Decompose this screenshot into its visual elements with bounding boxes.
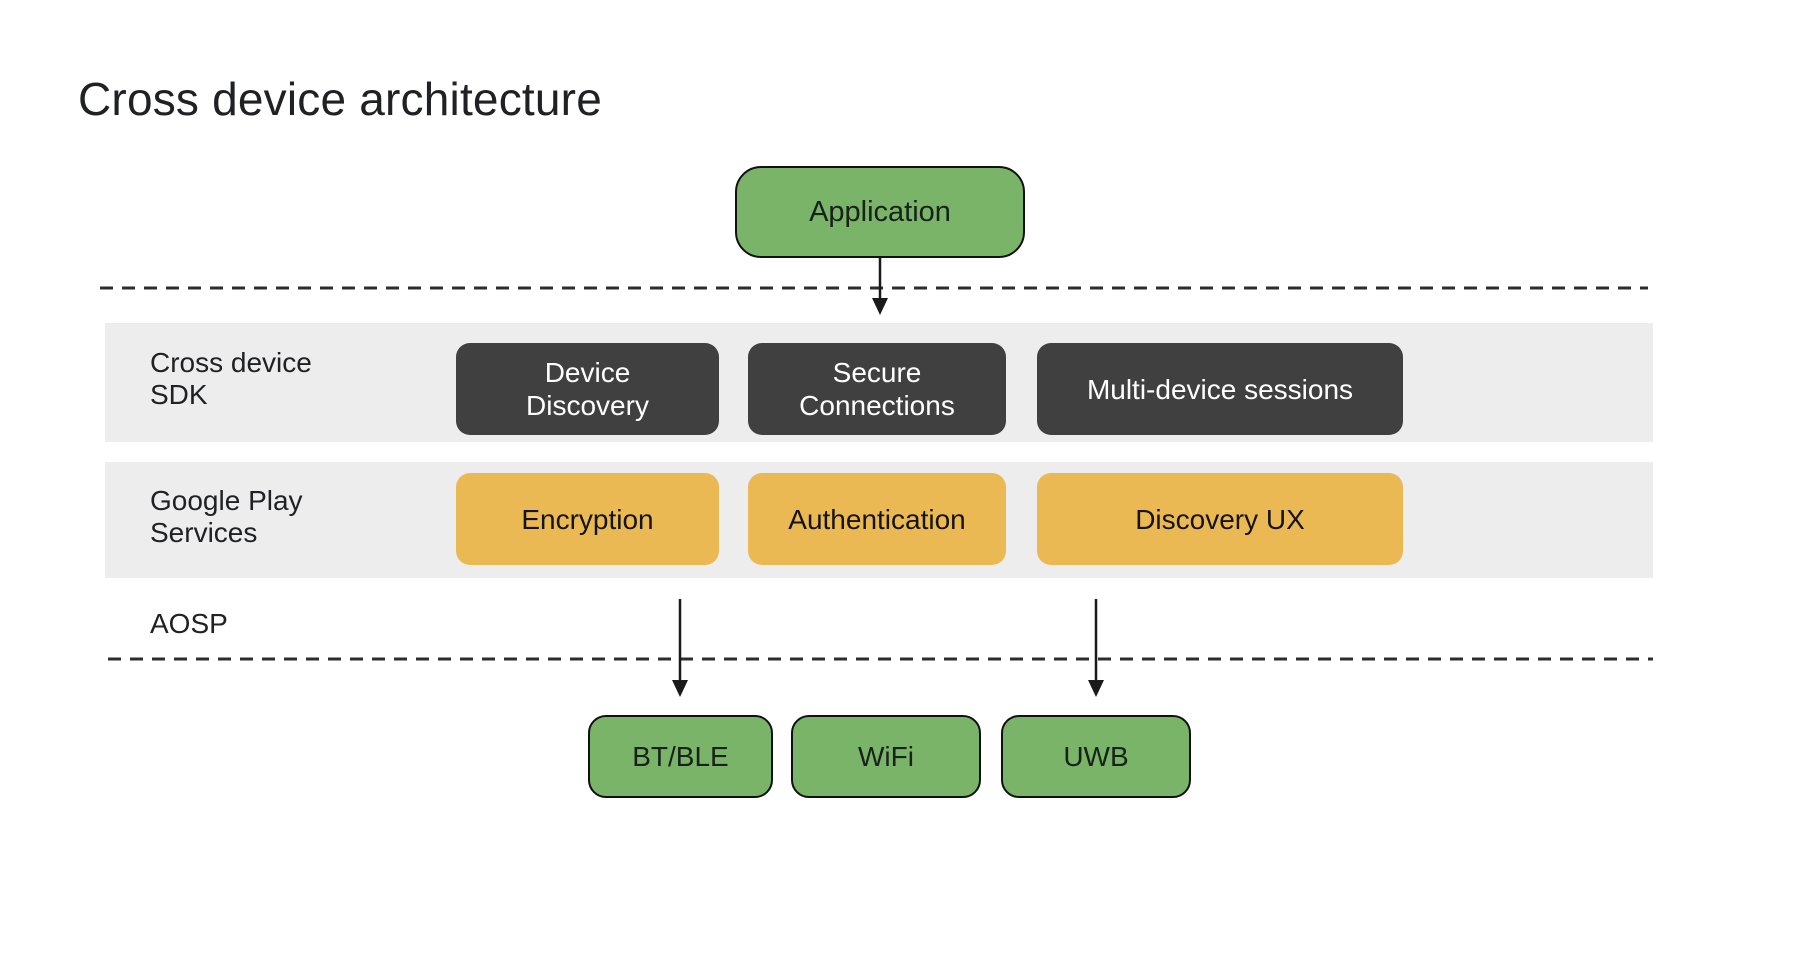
aosp-layer-label: AOSP: [150, 608, 228, 639]
authentication-box: Authentication: [748, 473, 1006, 565]
arrow-gms-to-btble: [672, 599, 688, 697]
discovery-ux-box: Discovery UX: [1037, 473, 1403, 565]
application-box: Application: [735, 166, 1025, 258]
arrow-gms-to-uwb: [1088, 599, 1104, 697]
arrow-application-to-sdk: [872, 258, 888, 315]
uwb-box: UWB: [1001, 715, 1191, 798]
wifi-box: WiFi: [791, 715, 981, 798]
sdk-layer-label: Cross device SDK: [150, 347, 312, 410]
gms-layer-label: Google Play Services: [150, 485, 303, 548]
multi-device-sessions-box: Multi-device sessions: [1037, 343, 1403, 435]
encryption-box: Encryption: [456, 473, 719, 565]
diagram-title: Cross device architecture: [78, 73, 602, 125]
secure-connections-box: Secure Connections: [748, 343, 1006, 435]
device-discovery-box: Device Discovery: [456, 343, 719, 435]
btble-box: BT/BLE: [588, 715, 773, 798]
